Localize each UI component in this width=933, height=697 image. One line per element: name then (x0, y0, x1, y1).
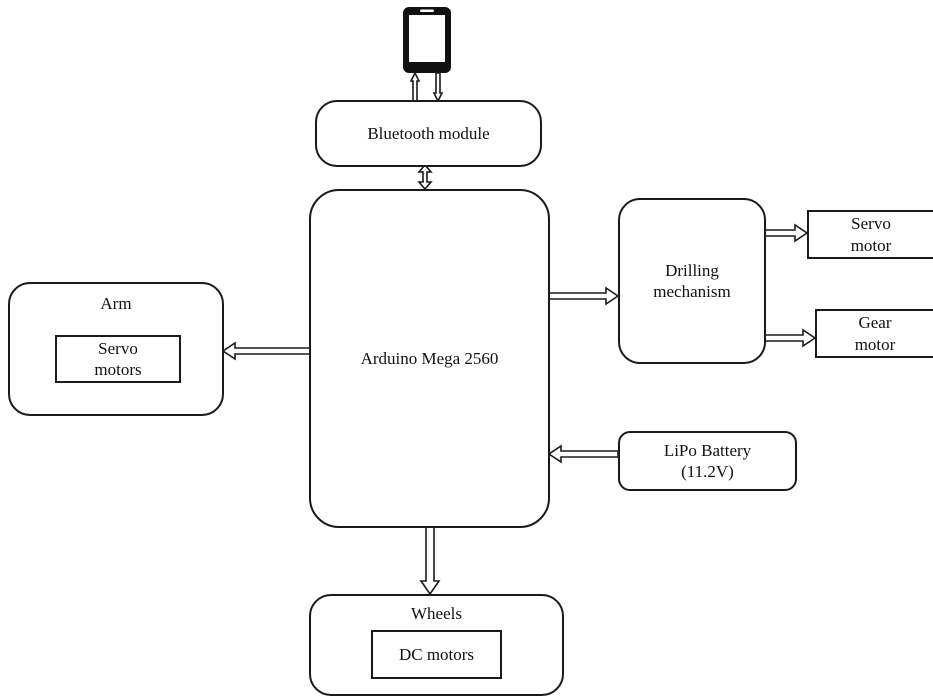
bluetooth-arduino-arrow (417, 163, 433, 191)
servo-motor-block: Servo motor (807, 210, 933, 259)
arduino-label: Arduino Mega 2560 (360, 348, 499, 368)
wheels-label: Wheels (411, 604, 462, 623)
bluetooth-module-block: Bluetooth module (315, 100, 542, 167)
drilling-gear-arrow (764, 328, 817, 348)
phone-up-arrow (409, 71, 421, 102)
arm-label: Arm (100, 294, 132, 313)
gear-motor-label: Gear motor (854, 313, 896, 354)
phone-down-arrow (432, 72, 444, 103)
battery-arduino-arrow (547, 444, 619, 464)
servo-motor-label: Servo motor (850, 214, 892, 255)
arduino-block: Arduino Mega 2560 (309, 189, 550, 528)
battery-label: LiPo Battery (11.2V) (663, 440, 752, 481)
arduino-drilling-arrow (548, 286, 620, 306)
dc-motors-label: DC motors (398, 644, 475, 664)
arm-servo-block: Servo motors (55, 335, 181, 383)
drilling-servo-arrow (764, 223, 809, 243)
smartphone-icon (402, 6, 452, 74)
drilling-block: Drilling mechanism (618, 198, 766, 364)
arduino-wheels-arrow (419, 526, 441, 596)
arm-servo-label: Servo motors (94, 338, 142, 379)
bluetooth-module-label: Bluetooth module (367, 123, 490, 143)
gear-motor-block: Gear motor (815, 309, 933, 358)
drilling-label: Drilling mechanism (653, 260, 731, 301)
dc-motors-block: DC motors (371, 630, 502, 679)
arduino-arm-arrow (221, 341, 311, 361)
battery-block: LiPo Battery (11.2V) (618, 431, 797, 491)
